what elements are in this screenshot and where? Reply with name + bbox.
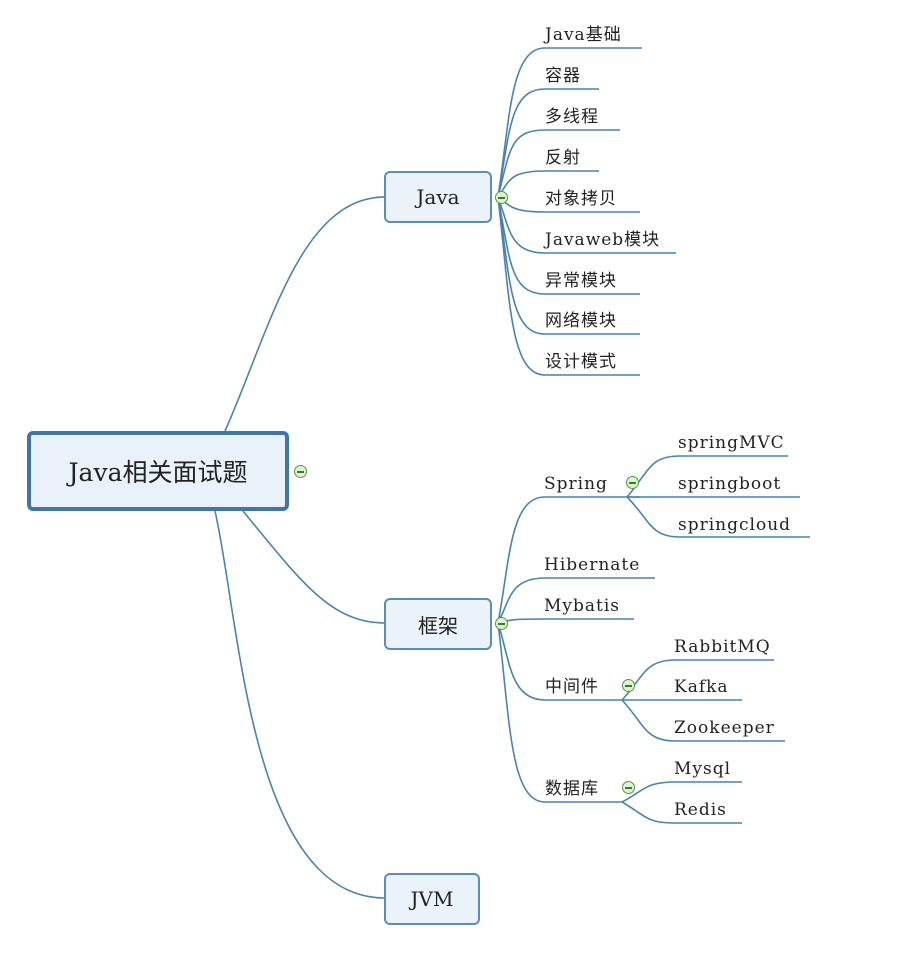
spring-item-springmvc[interactable]: springMVC (678, 433, 785, 453)
database-collapse-toggle[interactable] (622, 781, 635, 794)
spring-collapse-toggle[interactable] (626, 476, 639, 489)
link-root-java (224, 196, 386, 432)
framework-collapse-toggle[interactable] (495, 617, 508, 630)
database-item-redis[interactable]: Redis (674, 800, 727, 820)
root-node[interactable]: Java相关面试题 (27, 431, 289, 511)
java-item-javaweb[interactable]: Javaweb模块 (545, 230, 661, 250)
middleware-collapse-toggle[interactable] (622, 679, 635, 692)
java-item-basics[interactable]: Java基础 (545, 25, 622, 45)
java-item-design-patterns[interactable]: 设计模式 (545, 352, 617, 372)
java-item-multithreading[interactable]: 多线程 (545, 107, 599, 127)
java-node[interactable]: Java (384, 171, 492, 223)
root-collapse-toggle[interactable] (294, 465, 307, 478)
java-item-network[interactable]: 网络模块 (545, 311, 617, 331)
java-item-object-copy[interactable]: 对象拷贝 (545, 189, 617, 209)
java-item-exceptions[interactable]: 异常模块 (545, 271, 617, 291)
java-item-containers[interactable]: 容器 (545, 66, 581, 86)
java-collapse-toggle[interactable] (495, 191, 508, 204)
java-item-reflection[interactable]: 反射 (545, 148, 581, 168)
link-root-jvm (214, 510, 386, 899)
middleware-item-zookeeper[interactable]: Zookeeper (674, 718, 775, 738)
database-item-mysql[interactable]: Mysql (674, 759, 732, 779)
framework-node-label: 框架 (418, 613, 458, 638)
jvm-node[interactable]: JVM (384, 873, 480, 925)
middleware-item-kafka[interactable]: Kafka (674, 677, 729, 697)
framework-item-middleware[interactable]: 中间件 (545, 677, 599, 697)
spring-item-springboot[interactable]: springboot (678, 474, 782, 494)
root-node-label: Java相关面试题 (68, 458, 248, 487)
spring-item-springcloud[interactable]: springcloud (678, 515, 792, 535)
java-node-label: Java (416, 185, 460, 209)
middleware-item-rabbitmq[interactable]: RabbitMQ (674, 637, 771, 657)
jvm-node-label: JVM (410, 887, 454, 911)
framework-item-database[interactable]: 数据库 (545, 779, 599, 799)
framework-item-hibernate[interactable]: Hibernate (544, 555, 641, 575)
link-root-framework (242, 510, 386, 624)
framework-item-mybatis[interactable]: Mybatis (544, 596, 621, 616)
framework-item-spring[interactable]: Spring (544, 474, 608, 494)
framework-node[interactable]: 框架 (384, 598, 492, 650)
